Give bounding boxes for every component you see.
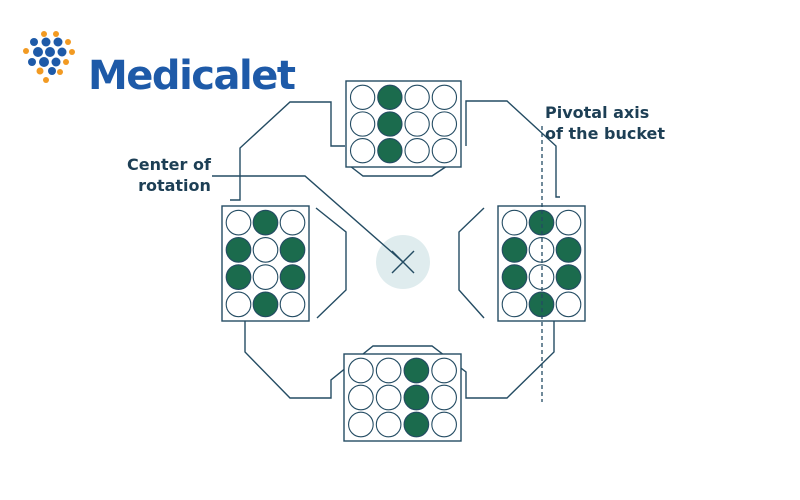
filled-well <box>279 264 306 290</box>
empty-well <box>431 357 457 384</box>
filled-well <box>377 111 403 137</box>
empty-well <box>501 291 528 318</box>
empty-well <box>225 291 252 318</box>
brand-name: Medicalet <box>88 53 296 99</box>
empty-well <box>375 411 402 438</box>
empty-well <box>279 291 306 318</box>
empty-well <box>375 384 402 411</box>
empty-well <box>252 237 279 263</box>
medicalet-logo: Medicalet <box>14 26 296 98</box>
plate-left <box>221 205 310 322</box>
empty-well <box>348 411 374 438</box>
empty-well <box>348 384 374 411</box>
center-of-rotation-label: Center of rotation <box>127 154 211 196</box>
filled-well <box>279 237 306 263</box>
empty-well <box>348 357 374 384</box>
filled-well <box>555 237 582 263</box>
plate-top <box>345 80 462 168</box>
plate-bottom <box>343 353 462 442</box>
filled-well <box>501 237 528 263</box>
logo-mark-icon <box>23 31 75 83</box>
empty-well <box>349 111 376 137</box>
empty-well <box>404 137 430 164</box>
empty-well <box>225 209 252 236</box>
filled-well <box>252 209 279 236</box>
empty-well <box>431 384 457 411</box>
filled-well <box>555 264 582 290</box>
filled-well <box>225 237 252 263</box>
filled-well <box>225 264 252 290</box>
filled-well <box>377 137 403 164</box>
filled-well <box>403 357 430 384</box>
center-label-line1: Center of <box>127 155 211 174</box>
empty-well <box>349 137 376 164</box>
empty-well <box>404 84 430 111</box>
filled-well <box>377 84 403 111</box>
filled-well <box>403 384 430 411</box>
filled-well <box>403 411 430 438</box>
rotor-outline <box>230 100 560 399</box>
empty-well <box>252 264 279 290</box>
empty-well <box>404 111 430 137</box>
empty-well <box>555 209 582 236</box>
pivotal-axis-label: Pivotal axis of the bucket <box>545 102 665 144</box>
center-leader-line <box>212 175 404 263</box>
center-label-line2: rotation <box>138 176 211 195</box>
empty-well <box>501 209 528 236</box>
pivot-label-line1: Pivotal axis <box>545 103 650 122</box>
pivot-label-line2: of the bucket <box>545 124 666 143</box>
empty-well <box>431 84 458 111</box>
empty-well <box>349 84 376 111</box>
empty-well <box>279 209 306 236</box>
empty-well <box>431 411 457 438</box>
filled-well <box>501 264 528 290</box>
empty-well <box>431 137 458 164</box>
filled-well <box>252 291 279 318</box>
empty-well <box>431 111 458 137</box>
empty-well <box>375 357 402 384</box>
empty-well <box>555 291 582 318</box>
